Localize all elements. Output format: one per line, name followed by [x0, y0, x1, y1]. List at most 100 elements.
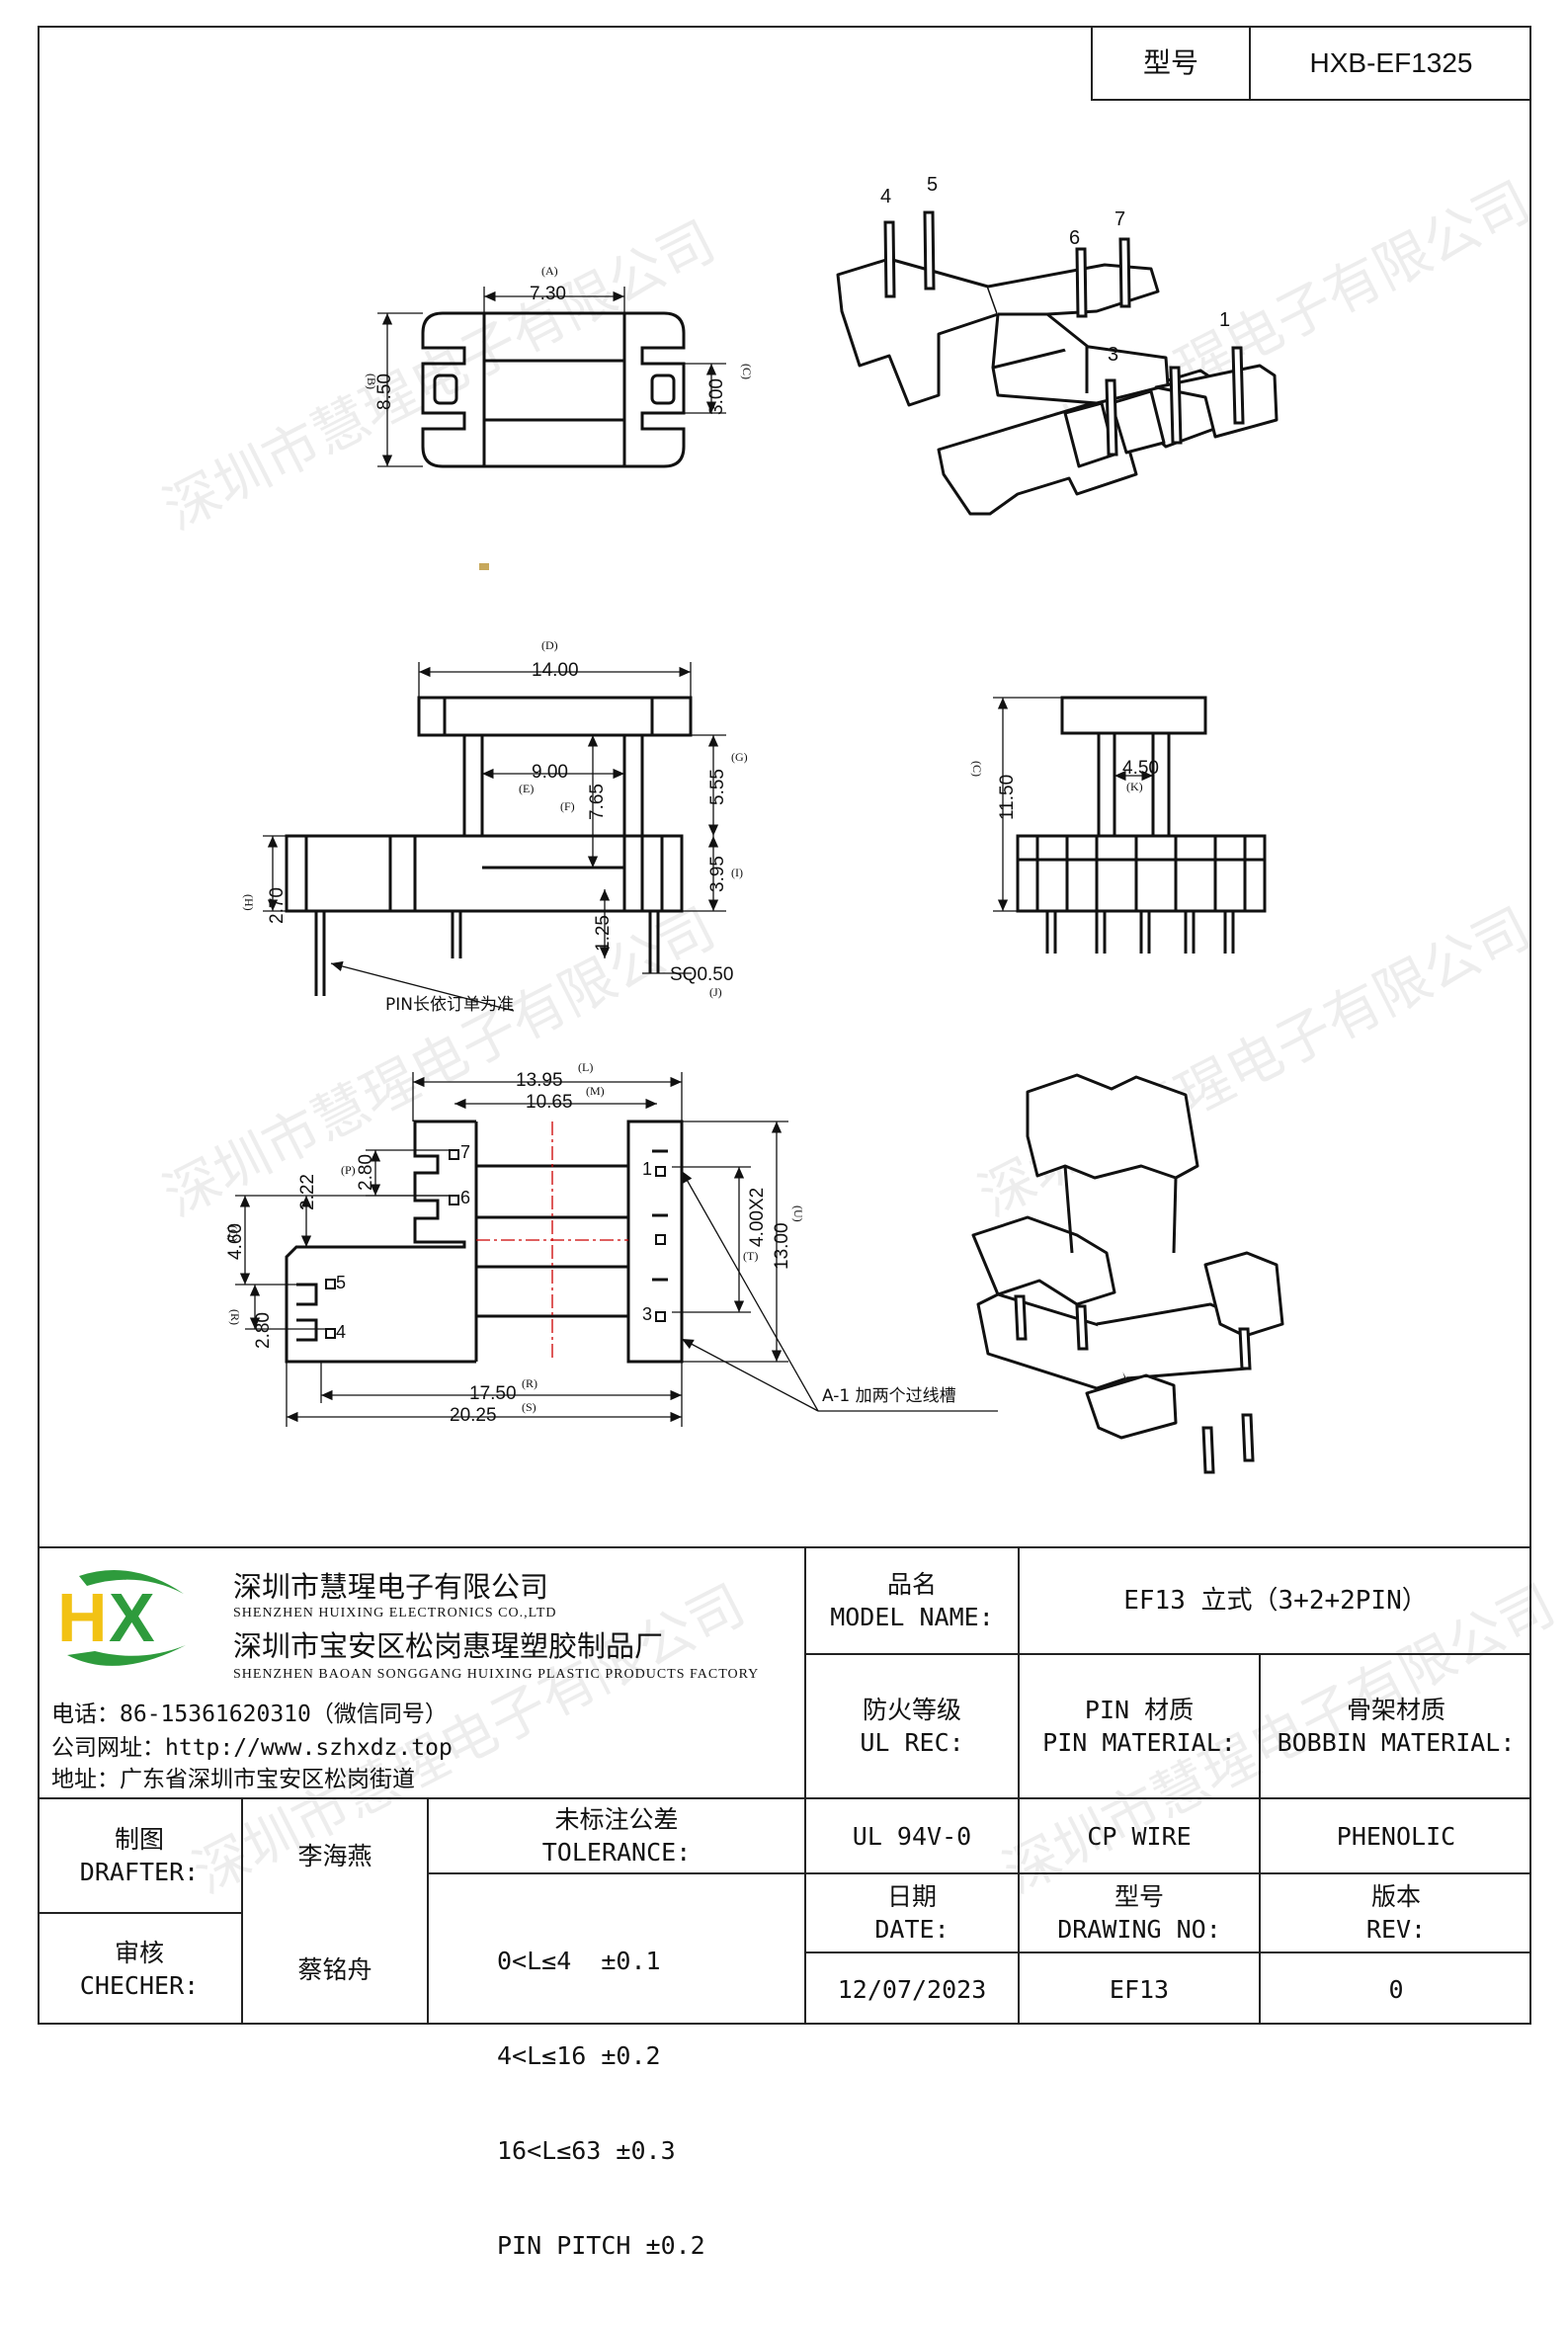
- dim-13-95: 13.95: [516, 1070, 563, 1091]
- tolerance-en: TOLERANCE:: [541, 1838, 692, 1867]
- top-view: [421, 311, 686, 468]
- dim-letter-i: (I): [731, 866, 743, 879]
- tolerance-label: 未标注公差 TOLERANCE:: [429, 1799, 804, 1872]
- company-website: 公司网址：http://www.szhxdz.top: [51, 1735, 453, 1761]
- factory-name-en: SHENZHEN BAOAN SONGGANG HUIXING PLASTIC …: [233, 1667, 760, 1682]
- dim-letter-k: (K): [1126, 780, 1143, 793]
- header-model-box: 型号 HXB-EF1325: [1091, 26, 1531, 101]
- bottom-pin-7: 7: [460, 1142, 470, 1162]
- front-view-dims: [263, 662, 726, 1012]
- drafter-name: 李海燕: [297, 1841, 372, 1870]
- dim-letter-c: (C): [740, 364, 754, 379]
- bobbin-material-cn: 骨架材质: [1346, 1696, 1445, 1724]
- bottom-pin-6: 6: [460, 1188, 470, 1207]
- dim-letter-q: (Q): [226, 1225, 240, 1242]
- tolerance-row: 16<L≤63 ±0.3: [497, 2136, 676, 2165]
- dim-letter-u: (U): [791, 1205, 805, 1222]
- pin-label-1: 1: [1219, 309, 1230, 331]
- pin-length-note: PIN长依订单为准: [385, 995, 514, 1015]
- dim-letter-t: (T): [743, 1249, 758, 1263]
- dim-3-95: 3.95: [707, 856, 728, 892]
- pin-material-en: PIN MATERIAL:: [1042, 1728, 1236, 1757]
- side-view: [1016, 696, 1267, 954]
- drawing-no-en: DRAWING NO:: [1057, 1915, 1221, 1944]
- dim-9-00: 9.00: [532, 762, 568, 783]
- checker-name: 蔡铭舟: [297, 1954, 372, 1984]
- side-view-dims: [993, 697, 1153, 912]
- date-value: 12/07/2023: [837, 1974, 987, 2004]
- dim-letter-s: (S): [522, 1400, 536, 1414]
- date-cn: 日期: [886, 1882, 937, 1911]
- dim-7-30: 7.30: [530, 284, 566, 304]
- dim-4-00x2: 4.00X2: [747, 1188, 768, 1247]
- tolerance-row: 0<L≤4 ±0.1: [497, 1947, 661, 1975]
- dim-2-22: 2.22: [297, 1174, 318, 1210]
- title-block: H X 深圳市慧瑆电子有限公司 SHENZHEN HUIXING ELECTRO…: [38, 1546, 1531, 2260]
- dim-13-00: 13.00: [772, 1222, 792, 1270]
- iso-bottom-right: [971, 1073, 1284, 1440]
- pin-material-label: PIN 材质 PIN MATERIAL:: [1020, 1655, 1259, 1797]
- dim-2-80-bottom: 2.80: [253, 1312, 274, 1349]
- company-address: 地址：广东省深圳市宝安区松岗街道: [51, 1767, 415, 1792]
- date-label: 日期 DATE:: [806, 1874, 1018, 1951]
- dim-letter-f: (F): [560, 799, 575, 813]
- model-name-label: 品名 MODEL NAME:: [806, 1548, 1018, 1653]
- rev-label: 版本 REV:: [1261, 1874, 1531, 1951]
- bottom-pin-3: 3: [642, 1304, 652, 1324]
- iso-top-right: [836, 257, 1279, 516]
- dim-7-65: 7.65: [587, 784, 608, 820]
- dim-20-25: 20.25: [450, 1405, 497, 1426]
- dim-5-55: 5.55: [707, 769, 728, 805]
- front-view: [285, 696, 693, 996]
- rev-en: REV:: [1365, 1915, 1427, 1944]
- dim-2-70: 2.70: [267, 887, 288, 924]
- checker-en: CHECHER:: [79, 1971, 200, 2000]
- logo-h-letter: H: [57, 1579, 108, 1656]
- logo-x-letter: X: [109, 1579, 155, 1656]
- drafter-cn: 制图: [114, 1825, 164, 1854]
- company-name-cn: 深圳市慧瑆电子有限公司: [233, 1570, 549, 1604]
- tolerance-cn: 未标注公差: [554, 1805, 679, 1834]
- bottom-pin-4: 4: [336, 1322, 346, 1342]
- ul-rec-cn: 防火等级: [862, 1696, 961, 1724]
- dim-letter-p: (P): [341, 1163, 356, 1177]
- header-model-value: HXB-EF1325: [1309, 46, 1473, 78]
- pin-label-7: 7: [1114, 208, 1125, 230]
- iso-top-pin-labels: 4 5 6 7 3 1: [880, 174, 1230, 366]
- dim-sq0-50: SQ0.50: [670, 964, 733, 985]
- drafter-label: 制图 DRAFTER:: [38, 1799, 241, 1912]
- dim-letter-w: (R): [522, 1376, 537, 1390]
- rev-value: 0: [1388, 1974, 1404, 2004]
- dim-4-60: 4.60: [225, 1223, 246, 1260]
- slot-note: A-1 加两个过线槽: [822, 1386, 956, 1406]
- dim-letter-j: (J): [709, 985, 722, 999]
- checker-label: 审核 CHECHER:: [38, 1914, 241, 2025]
- stray-mark: [479, 563, 489, 570]
- dim-letter-l: (L): [578, 1060, 593, 1074]
- dim-letter-e: (E): [519, 782, 534, 795]
- dim-2-80-top: 2.80: [356, 1154, 376, 1191]
- dim-letter-m: (M): [586, 1084, 605, 1098]
- dim-17-50: 17.50: [469, 1383, 517, 1404]
- model-name-en: MODEL NAME:: [830, 1603, 994, 1631]
- dim-letter-c2: (C): [970, 761, 984, 777]
- bottom-pin-5: 5: [336, 1273, 346, 1292]
- technical-drawing: 7.30 (A) 8.50 (B) 3.00 (C) 4 5 6 7 3 1: [225, 174, 1284, 1474]
- ul-rec-en: UL REC:: [860, 1728, 964, 1757]
- dim-letter-a: (A): [541, 264, 558, 278]
- dim-letter-g: (G): [731, 750, 748, 764]
- iso-bottom-pins: [1014, 1294, 1255, 1474]
- drafter-en: DRAFTER:: [79, 1858, 200, 1886]
- pin-label-4: 4: [880, 186, 891, 208]
- dim-3-00: 3.00: [706, 378, 727, 415]
- ul-rec-value: UL 94V-0: [852, 1821, 972, 1851]
- bobbin-material-label: 骨架材质 BOBBIN MATERIAL:: [1261, 1655, 1531, 1797]
- bottom-centerlines: [476, 1121, 628, 1362]
- header-model-label: 型号: [1142, 45, 1198, 79]
- dim-letter-h: (H): [242, 894, 256, 911]
- rev-cn: 版本: [1370, 1882, 1421, 1911]
- bobbin-material-value: PHENOLIC: [1336, 1821, 1456, 1851]
- checker-cn: 审核: [114, 1939, 164, 1967]
- dim-letter-b: (B): [365, 374, 378, 389]
- bottom-pin-1: 1: [642, 1159, 652, 1179]
